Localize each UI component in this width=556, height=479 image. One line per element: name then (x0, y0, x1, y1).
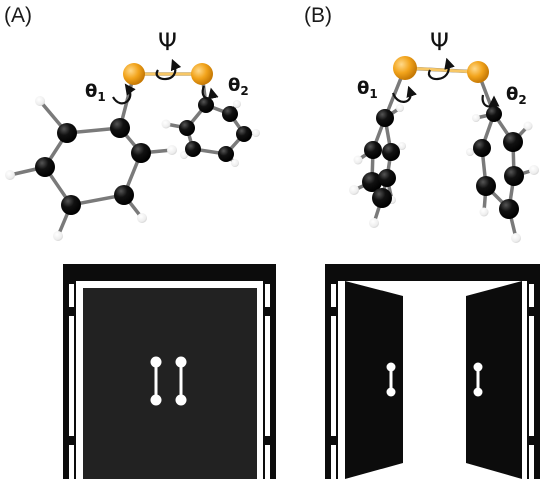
psi-rotation-arrow-a (155, 58, 182, 81)
molecule-b: Ψ θ1 θ2 (349, 28, 539, 243)
psi-label-a: Ψ (158, 28, 177, 56)
door-leaf-right-b (466, 281, 522, 479)
panel-label-a: (A) (4, 4, 32, 27)
psi-rotation-arrow-b (427, 57, 455, 81)
theta2-label-b: θ2 (506, 84, 527, 107)
sulfur-atom-b2 (467, 61, 489, 83)
door-handles-a (150, 356, 187, 406)
sulfur-atom-a1 (123, 63, 145, 85)
theta1-rotation-arrow-a (112, 83, 136, 105)
theta1-rotation-arrow-b (391, 85, 417, 103)
door-leaf-left-b (345, 281, 403, 479)
psi-label-b: Ψ (430, 28, 449, 56)
door-leaf-a (83, 288, 257, 479)
sulfur-atom-b1 (393, 56, 417, 80)
theta2-label-a: θ2 (228, 75, 249, 98)
theta2-rotation-arrow-b (481, 94, 500, 108)
theta2-rotation-arrow-a (201, 85, 219, 100)
theta1-label-b: θ1 (357, 78, 378, 101)
sulfur-atom-a2 (191, 63, 213, 85)
door-handles-b (386, 362, 483, 397)
closed-door-a (63, 264, 276, 479)
panel-label-b: (B) (304, 4, 332, 27)
molecule-a: Ψ θ1 θ2 (5, 28, 260, 241)
theta1-label-a: θ1 (85, 81, 106, 104)
open-door-b (325, 264, 540, 479)
